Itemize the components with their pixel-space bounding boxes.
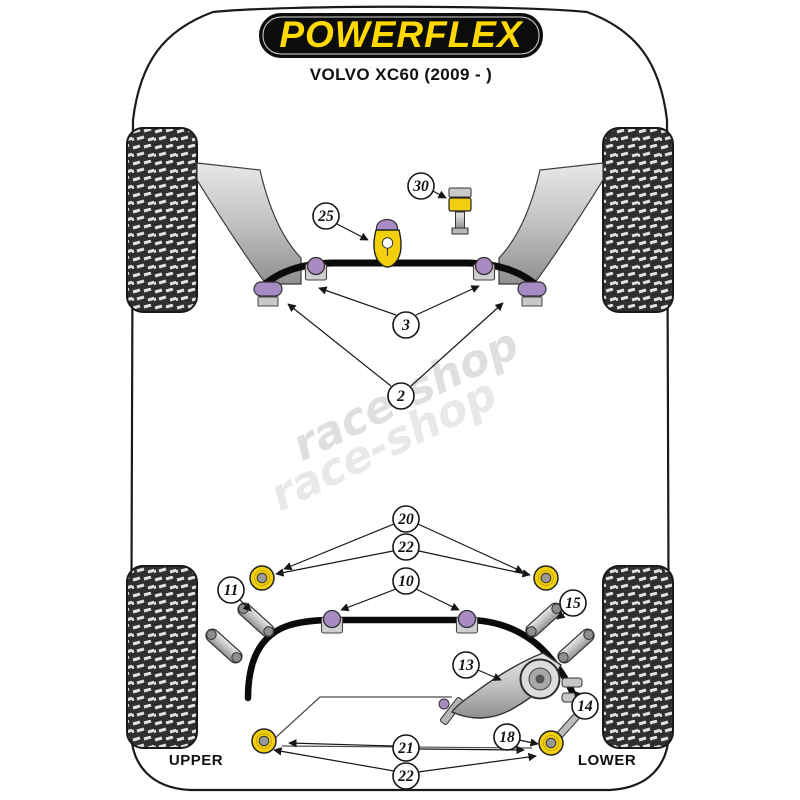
- callout-21: 21: [288, 734, 525, 762]
- callout-21-label: 21: [397, 740, 414, 757]
- front-arb-clamp-right: [472, 256, 496, 281]
- callout-20: 20: [283, 505, 524, 573]
- callout-22-bottom-arrow-right: [417, 752, 537, 773]
- callout-2-arrow-right: [410, 302, 504, 387]
- callout-14-label: 14: [577, 698, 593, 715]
- front-anti-roll-bar: [254, 259, 546, 295]
- callout-20-label: 20: [397, 511, 414, 528]
- callout-22-bottom: 22: [273, 747, 537, 790]
- rear-subframe-line-left: [272, 696, 452, 741]
- callout-10-label: 10: [398, 573, 414, 590]
- callout-25-arrow: [336, 223, 369, 241]
- callout-10-arrow-right: [415, 588, 460, 611]
- callout-13: 13: [452, 651, 502, 681]
- callout-3-label: 3: [401, 317, 410, 334]
- rear-arb-clamp-left: [320, 609, 344, 634]
- callout-25-circle: [312, 202, 340, 230]
- callout-22-bottom-arrow-left: [273, 747, 395, 772]
- callout-2: 2: [287, 302, 504, 410]
- label-upper: UPPER: [169, 752, 223, 769]
- callout-11-circle: [217, 576, 245, 604]
- callout-10-circle: [392, 567, 420, 595]
- callout-30-arrow: [432, 190, 447, 199]
- callout-3-arrow-left: [318, 286, 397, 316]
- callout-30-circle: [407, 172, 435, 200]
- front-arm-bushing-right: [517, 281, 547, 307]
- vehicle-model-title: VOLVO XC60 (2009 - ): [310, 65, 492, 84]
- callout-11-arrow: [239, 599, 252, 612]
- tire-front-left: [126, 127, 198, 313]
- callout-2-circle: [387, 382, 415, 410]
- callout-11-label: 11: [224, 582, 239, 599]
- callout-30: 30: [407, 172, 447, 200]
- callout-22-top-arrow-left: [275, 550, 394, 577]
- callout-25: 25: [312, 202, 369, 241]
- callout-21-arrow-right: [418, 745, 525, 755]
- front-arb-clamp-left: [304, 256, 328, 281]
- part-30-mount: [448, 187, 472, 235]
- callout-22-top: 22: [275, 533, 531, 578]
- callout-15: 15: [556, 589, 587, 620]
- callout-14: 14: [571, 690, 599, 720]
- callout-3: 3: [318, 285, 480, 339]
- callout-18-arrow: [518, 738, 539, 747]
- front-arm-bushing-left: [253, 281, 283, 307]
- callout-10-arrow-left: [340, 588, 397, 612]
- callout-22-top-label: 22: [397, 539, 414, 556]
- rear-bushing-top-right: [533, 565, 559, 591]
- callout-13-label: 13: [458, 657, 474, 674]
- callout-22-bottom-label: 22: [397, 768, 414, 785]
- rear-suspension: [202, 565, 598, 756]
- callout-22-top-arrow-right: [418, 550, 531, 578]
- callout-22-top-circle: [392, 533, 420, 561]
- callout-14-circle: [571, 692, 599, 720]
- callout-18: 18: [493, 723, 539, 751]
- callout-20-circle: [392, 505, 420, 533]
- front-suspension: [196, 162, 604, 307]
- callout-3-arrow-right: [415, 285, 480, 316]
- callout-25-label: 25: [317, 208, 334, 225]
- callout-3-circle: [392, 311, 420, 339]
- callout-21-arrow-left: [288, 739, 394, 748]
- callout-11: 11: [217, 576, 252, 612]
- label-lower: LOWER: [578, 752, 636, 769]
- powerflex-logo-text: POWERFLEX: [279, 14, 524, 55]
- tire-rear-right: [602, 565, 674, 749]
- callout-13-arrow: [477, 669, 502, 681]
- callout-20-arrow-right: [417, 523, 524, 573]
- tire-rear-left: [126, 565, 198, 749]
- part-13-lower-arm: [438, 652, 562, 725]
- callout-18-label: 18: [499, 729, 515, 746]
- callout-30-label: 30: [412, 178, 429, 195]
- callout-2-arrow-left: [287, 303, 392, 387]
- tire-front-right: [602, 127, 674, 313]
- callout-2-label: 2: [396, 388, 405, 405]
- callout-13-circle: [452, 651, 480, 679]
- callout-15-label: 15: [565, 595, 581, 612]
- callout-22-bottom-circle: [392, 762, 420, 790]
- rear-bushing-top-left: [249, 565, 275, 591]
- callout-21-circle: [392, 734, 420, 762]
- part-25-bushing: [373, 218, 402, 268]
- callout-10: 10: [340, 567, 460, 612]
- rear-bushing-bottom-right: [538, 730, 564, 756]
- rear-bushing-bottom-left: [251, 728, 277, 754]
- callout-15-circle: [559, 589, 587, 617]
- powerflex-logo-banner: POWERFLEX: [259, 13, 543, 58]
- callout-20-arrow-left: [283, 523, 395, 571]
- rear-arb-clamp-right: [455, 609, 479, 634]
